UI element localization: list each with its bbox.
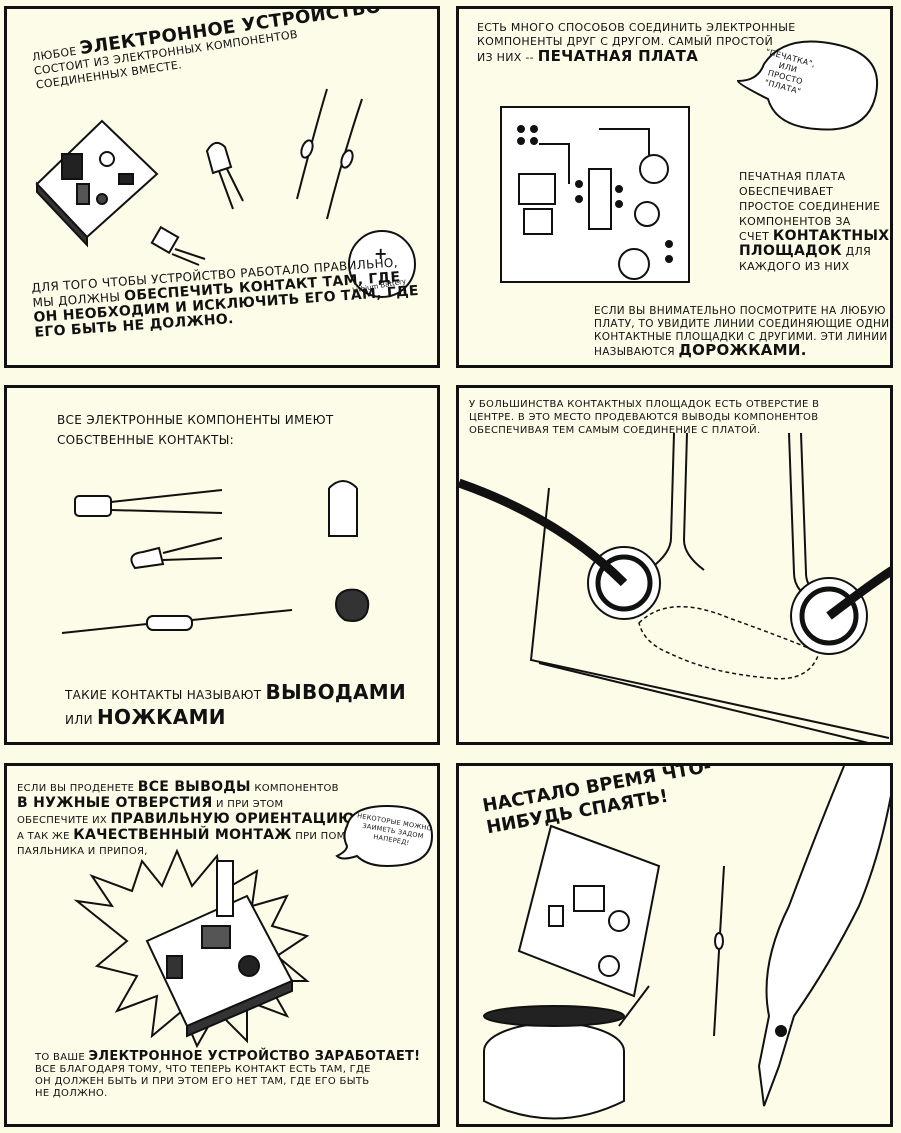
p2-bottom-text: Если вы внимательно посмотрите на любую … [594,305,889,359]
p2-side-6-bold: площадок [739,243,842,259]
panel-3: Все электронные компоненты имеют собстве… [4,385,440,745]
p5-bottom-1-bold: электронное устройство заработает! [88,1049,421,1064]
p5-bottom-4: не должно. [35,1088,108,1099]
p2-side-3: простое соединение [739,200,881,213]
panel-1: Любое электронное устройство состоит из … [4,6,440,368]
p2-side-text: Печатная плата обеспечивает простое соед… [739,169,889,274]
p2-text-2: компоненты друг с другом. Самый простой [477,35,774,48]
p5-text-4-end: при помощи [295,831,373,842]
p5-device-drawing [73,804,434,1049]
p2-side-5-bold: контактных [772,228,890,244]
p3-capacitor [74,489,223,517]
p6-solder-spool [483,985,650,1120]
p2-side-4: компонентов за [739,215,851,228]
p3-led [130,537,223,570]
p4-text-2: центре. В это место продеваются выводы к… [469,412,819,423]
p3-components-drawing [61,480,370,634]
p5-speech-bubble [335,804,434,868]
p5-text-2-normal: и при этом [216,799,284,810]
p6-soldering-iron [757,766,890,1107]
p3-text: Все электронные компоненты имеют собстве… [57,410,334,450]
p3-caption: Такие контакты называют выводами или нож… [65,681,406,731]
p4-resistor-outline [638,605,820,680]
p1-transistor [150,225,206,266]
p2-text-3-normal: из них -- [477,51,534,64]
p2-side-7: каждого из них [739,260,850,273]
p2-bottom-4-bold: дорожками. [678,341,807,359]
p2-side-6-normal: для [845,245,872,258]
p2-pcb-drawing [500,40,879,283]
p1-circuit-board [35,119,159,248]
panel-2: Есть много способов соединить электронны… [456,6,893,368]
p3-text-1: Все электронные компоненты имеют [57,413,334,427]
p3-pin [328,480,358,537]
p5-bottom-1-normal: То ваше [35,1052,85,1063]
p3-chip [335,588,370,622]
p2-pcb [500,106,690,283]
p5-text-1-normal: Если вы проденете [17,783,135,794]
p5-text-4-bold: качественный монтаж [73,827,292,843]
p2-side-2: обеспечивает [739,185,834,198]
p5-text-3-normal: обеспечите их [17,815,108,826]
p3-text-2: собственные контакты: [57,433,234,447]
p2-text: Есть много способов соединить электронны… [477,21,795,65]
p4-leads [459,478,890,620]
p6-circuit-board [517,824,661,998]
panel-4: У большинства контактных площадок есть о… [456,385,893,745]
p5-bottom-text: То ваше электронное устройство заработае… [35,1049,421,1100]
p1-resistors [296,88,363,220]
p3-caption-normal: Такие контакты называют [65,688,262,702]
p1-battery: + [348,230,416,298]
panel-6: Настало время что- нибудь спаять! [456,763,893,1127]
p3-caption-bold-1: выводами [265,680,407,704]
p4-pads-drawing [459,432,890,742]
p2-bottom-3: контактные площадки с другими. Эти линии [594,331,888,343]
p5-text-4-normal: а так же [17,831,70,842]
p2-bottom-2: плату, то увидите линии соединяющие одни [594,318,890,330]
p2-speech-bubble [736,40,879,131]
p2-side-1: Печатная плата [739,170,846,183]
p2-text-3-bold: печатная плата [537,47,699,65]
p5-text: Если вы проденете все выводы компонентов… [17,780,373,859]
p6-resistor [713,865,725,1037]
p3-resistor [61,609,293,634]
p2-text-1: Есть много способов соединить электронны… [477,21,796,34]
p4-text-1: У большинства контактных площадок есть о… [469,399,820,410]
p5-bottom-3: он должен быть и при этом его нет там, г… [35,1076,370,1087]
p5-circuit-board [145,860,294,1038]
p5-text-1-end: компонентов [254,783,339,794]
p3-caption-bold-2: ножками [97,705,226,729]
p4-text: У большинства контактных площадок есть о… [469,398,819,437]
svg-text:+: + [374,244,387,263]
p2-bottom-1: Если вы внимательно посмотрите на любую [594,305,886,317]
p4-text-3: обеспечивая тем самым соединение с плато… [469,425,761,436]
p5-text-3-bold: правильную ориентацию, [110,811,361,827]
p6-tools-drawing [483,766,890,1120]
p2-bottom-4-normal: называются [594,346,675,358]
p5-text-2-bold: в нужные отверстия [17,795,213,811]
p5-text-1-bold: все выводы [137,779,251,795]
p1-components-drawing: + [35,88,416,298]
p5-bottom-2: Все благодаря тому, что теперь контакт е… [35,1064,371,1075]
p2-side-5-normal: счет [739,230,770,243]
p1-led [205,141,244,210]
panel-5: Если вы проденете все выводы компонентов… [4,763,440,1127]
p3-caption-or: или [65,713,93,727]
p5-text-5: паяльника и припоя, [17,846,148,857]
